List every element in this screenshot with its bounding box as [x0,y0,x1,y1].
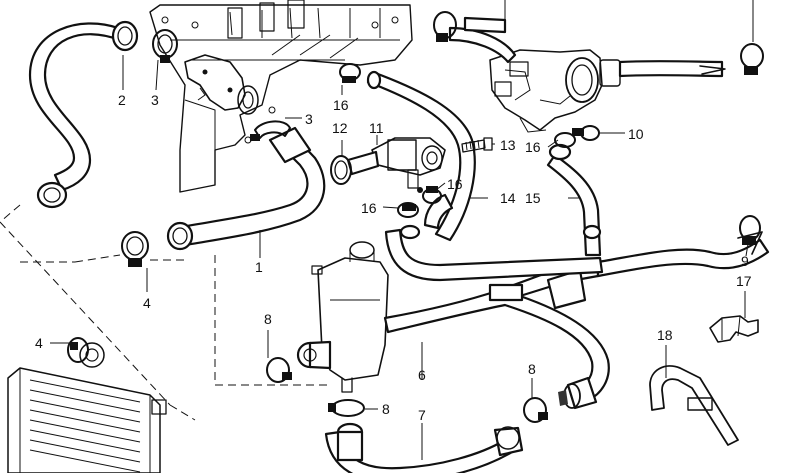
clamp-3-top [152,29,178,63]
callout-18: 18 [657,327,673,343]
callout-11: 11 [369,120,384,136]
callout-8-left: 8 [264,311,272,327]
callout-7: 7 [418,407,426,423]
callout-15: 15 [525,190,541,206]
callout-14: 14 [500,190,516,206]
strap-18 [649,365,739,446]
throttle-hoses [448,0,754,78]
clamp-16-d [397,202,419,218]
clamp-8-right [523,397,548,423]
callout-16-b: 16 [525,139,541,155]
callout-3-lower: 3 [305,111,313,127]
bracket-17 [709,315,759,343]
callout-10: 10 [628,126,644,142]
clamp-8-left [266,357,292,383]
guide-lines [0,204,330,421]
clamp-upper-throttle [433,11,457,42]
callout-16-a: 16 [333,97,349,113]
hose-7 [324,422,524,473]
callout-9: 9 [741,253,749,269]
callout-8-bottom: 8 [382,401,390,417]
hose-1 [166,126,326,251]
callout-8-right: 8 [528,361,536,377]
hose-15 [399,143,602,257]
leader-lines [50,55,749,460]
expansion-tank [311,241,389,393]
o-ring-12 [330,155,352,185]
callout-17: 17 [736,273,752,289]
thermostat-housing [184,54,259,115]
clamp-3-lower [250,120,291,141]
callout-labels: 1 2 3 3 4 4 6 7 8 8 8 9 10 11 12 13 14 1… [35,92,752,423]
callout-16-d: 16 [361,200,377,216]
hose-14 [366,70,604,282]
callout-16-c: 16 [447,176,463,192]
clamp-4-lower [67,337,89,363]
clamp-8-bottom [328,399,365,417]
callout-4-lower: 4 [35,335,43,351]
clamp-4-mid [121,231,149,267]
clamp-9 [739,215,761,245]
clamp-16-c [422,186,442,204]
heater-valve [346,137,446,193]
callout-1: 1 [255,259,263,275]
callout-12: 12 [332,120,348,136]
hose-2 [28,20,139,209]
bolt-13 [461,137,493,153]
clamp-16-a [339,63,361,83]
callout-13: 13 [500,137,516,153]
clamp-upper-right [740,43,764,75]
tank-inlet-hose [296,340,332,370]
clamp-16-b [554,125,600,148]
callout-2: 2 [118,92,126,108]
throttle-body [489,49,621,133]
engine-block [149,0,413,193]
radiator [7,342,167,473]
callout-6: 6 [418,367,426,383]
hose-6 [383,231,770,410]
callout-3-top: 3 [151,92,159,108]
callout-4-mid: 4 [143,295,151,311]
